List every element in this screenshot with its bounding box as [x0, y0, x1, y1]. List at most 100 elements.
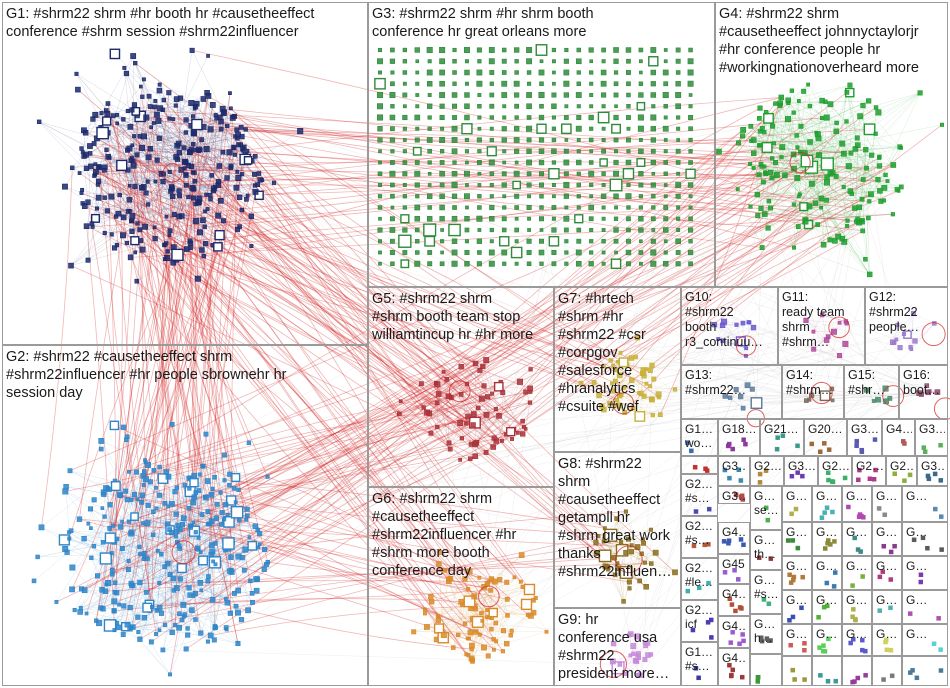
small-group-label: G2… [856, 459, 883, 473]
small-group-cell [872, 656, 902, 686]
intra-edge [81, 148, 130, 201]
intra-edge [156, 98, 177, 116]
intra-edge [64, 186, 218, 248]
small-group-cell: G1… wo… [681, 419, 718, 456]
intra-edge [117, 538, 152, 642]
intra-edge [800, 148, 856, 153]
intra-edge [95, 119, 187, 219]
small-group-cell: G… [902, 624, 948, 656]
intra-edge [768, 118, 824, 245]
small-group-label: G… [876, 593, 898, 607]
intra-edge [123, 571, 232, 635]
intra-edge [90, 136, 242, 167]
intra-edge [101, 440, 154, 535]
intra-edge [134, 214, 175, 253]
intra-edge [718, 151, 858, 220]
intra-edge [142, 509, 248, 524]
intra-edge [159, 84, 197, 151]
intra-edge [114, 533, 132, 593]
intra-edge [84, 538, 165, 567]
intra-edge [144, 556, 181, 569]
small-group-label: G3… [722, 489, 747, 503]
intra-edge [214, 121, 222, 187]
small-group-label: G… [876, 525, 898, 539]
intra-edge [765, 173, 770, 202]
intra-edge [205, 434, 248, 516]
intra-edge [136, 136, 242, 156]
intra-edge [89, 117, 147, 154]
intra-edge [111, 117, 221, 197]
intra-edge [72, 459, 146, 568]
group-label: G3: #shrm22 shrm #hr shrm booth conferen… [372, 6, 594, 40]
intra-edge [194, 496, 225, 520]
intra-edge [111, 157, 149, 235]
intra-edge [81, 492, 221, 590]
intra-edge [106, 120, 149, 205]
group-label: G16: boot… [903, 368, 940, 397]
intra-edge [203, 149, 207, 257]
small-group-label: G… h… [754, 617, 776, 645]
small-group-label: G1… wo… [685, 422, 714, 450]
intra-edge [820, 207, 831, 240]
intra-edge [191, 526, 196, 620]
intra-edge [757, 103, 781, 216]
intra-edge [863, 179, 902, 188]
intra-edge [97, 534, 154, 577]
intra-edge [187, 455, 225, 636]
intra-edge [129, 210, 187, 250]
intra-edge [95, 114, 199, 152]
small-group-cell: G… [782, 486, 812, 522]
intra-edge [98, 184, 200, 199]
intra-edge [147, 550, 159, 608]
intra-edge [94, 150, 201, 175]
group-cell: G11: ready team shrm #shrm… [778, 287, 865, 365]
intra-edge [738, 142, 862, 221]
intra-edge [72, 567, 171, 675]
intra-edge [139, 610, 150, 640]
intra-edge [86, 165, 232, 227]
intra-edge [800, 126, 831, 240]
intra-edge [176, 531, 199, 550]
intra-edge [141, 120, 159, 188]
intra-edge [830, 104, 872, 156]
intra-edge [95, 217, 124, 219]
intra-edge [129, 136, 145, 186]
intra-edge [109, 504, 160, 584]
intra-edge [123, 115, 138, 218]
small-group-label: G… [846, 489, 868, 503]
intra-edge [170, 50, 193, 192]
small-group-cell: G… se… [750, 486, 782, 530]
intra-edge [134, 195, 180, 241]
intra-edge [96, 599, 213, 621]
intra-edge [211, 494, 268, 563]
intra-edge [779, 103, 783, 148]
intra-edge [100, 480, 116, 608]
group-cell: G2: #shrm22 #causetheeffect shrm #shrm22… [2, 345, 368, 686]
intra-edge [114, 582, 171, 675]
intra-edge [177, 525, 216, 628]
intra-edge [168, 476, 232, 573]
intra-edge [225, 514, 228, 599]
intra-edge [118, 491, 176, 605]
intra-edge [109, 549, 199, 626]
intra-edge [112, 543, 260, 571]
intra-edge [136, 154, 180, 217]
intra-edge [133, 165, 167, 217]
small-group-cell: G… [812, 590, 842, 624]
intra-edge [82, 152, 89, 203]
intra-edge [81, 563, 168, 590]
small-group-label: G2… [822, 459, 849, 473]
intra-edge [147, 118, 174, 182]
small-group-cell: G45 [718, 554, 750, 584]
intra-edge [96, 182, 275, 209]
intra-edge [132, 136, 236, 146]
intra-edge [111, 165, 232, 197]
small-group-cell: G… [812, 522, 842, 556]
intra-edge [131, 564, 216, 584]
intra-edge [169, 118, 245, 148]
intra-edge [188, 507, 253, 547]
small-group-label: G… [876, 627, 898, 641]
intra-edge [835, 92, 848, 177]
intra-edge [195, 204, 203, 251]
intra-edge [38, 121, 174, 263]
